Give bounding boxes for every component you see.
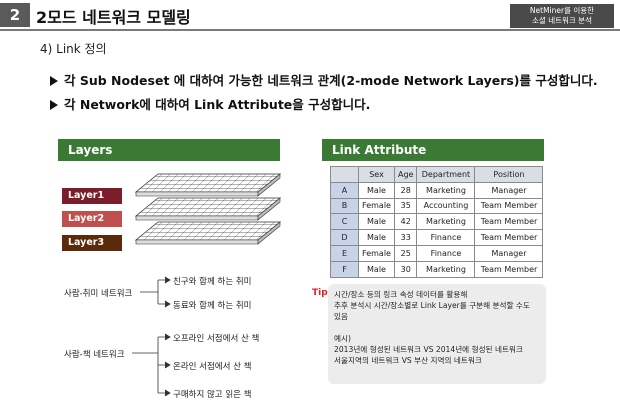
row-id-cell: F	[330, 260, 359, 278]
column-header-age: Age	[393, 166, 418, 183]
layers-panel-header: Layers	[58, 139, 280, 161]
table-cell: Female	[358, 244, 395, 262]
tree-leaf-book-unpurchased: 구매하지 않고 읽은 책	[173, 390, 252, 400]
tree-leaf-hobby-friends: 친구와 함께 하는 취미	[173, 277, 252, 287]
table-cell: 25	[393, 244, 418, 262]
row-id-cell: A	[330, 181, 359, 199]
table-cell: Accounting	[416, 197, 476, 215]
tip-line	[334, 322, 540, 333]
row-id-cell: C	[330, 213, 359, 231]
column-header-id	[330, 166, 359, 183]
triangle-bullet-icon	[50, 76, 58, 86]
table-cell: Manager	[474, 181, 544, 199]
grid-plane-3	[134, 221, 282, 245]
title-divider	[0, 29, 620, 31]
table-cell: Marketing	[416, 213, 476, 231]
table-cell: Finance	[416, 229, 476, 246]
column-header-department: Department	[416, 166, 476, 183]
triangle-bullet-icon	[50, 100, 58, 110]
tree-leaf-book-online: 온라인 서점에서 산 책	[173, 362, 252, 372]
row-id-cell: B	[330, 197, 359, 215]
subheading: 4) Link 정의	[40, 42, 107, 56]
tip-line: 시간/장소 등의 링크 속성 데이터를 활용해	[334, 290, 468, 299]
table-cell: Male	[358, 181, 395, 199]
table-cell: Finance	[416, 244, 476, 262]
tip-line: 서울지역의 네트워크 VS 부산 지역의 네트워크	[334, 356, 482, 365]
row-id-cell: D	[330, 229, 359, 246]
layer-label-3: Layer3	[62, 235, 122, 251]
table-cell: Male	[358, 213, 395, 231]
tree-root-book: 사람-책 네트워크	[64, 350, 125, 360]
table-cell: Male	[358, 229, 395, 246]
section-number: 2	[0, 3, 30, 27]
tree-leaf-hobby-colleagues: 동료와 함께 하는 취미	[173, 301, 252, 311]
tree-root-hobby: 사람-취미 네트워크	[64, 289, 133, 299]
brand-line-1: NetMiner를 이용한	[529, 6, 595, 15]
table-header-row: Sex Age Department Position	[330, 166, 544, 183]
layer-grid-illustration	[134, 173, 282, 245]
brand-badge: NetMiner를 이용한 소셜 네트워크 분석	[510, 4, 614, 28]
tip-line: 예시)	[334, 334, 351, 343]
table-cell: 42	[393, 213, 418, 231]
title-bar: 2 2모드 네트워크 모델링 NetMiner를 이용한 소셜 네트워크 분석	[0, 0, 620, 31]
brand-line-2: 소셜 네트워크 분석	[532, 16, 592, 25]
table-cell: Team Member	[474, 213, 544, 231]
page-title: 2모드 네트워크 모델링	[36, 8, 191, 27]
tip-label: Tip	[312, 288, 328, 298]
tip-line: 추후 분석시 시간/장소별로 Link Layer를 구분해 분석할 수도	[334, 301, 530, 310]
row-id-cell: E	[330, 244, 359, 262]
table-cell: 35	[393, 197, 418, 215]
tree-leaf-book-offline: 오프라인 서점에서 산 책	[173, 334, 260, 344]
grid-plane-1	[134, 173, 282, 197]
table-cell: Marketing	[416, 260, 476, 278]
bullet-text-1: 각 Sub Nodeset 에 대하여 가능한 네트워크 관계(2-mode N…	[64, 73, 598, 88]
column-header-position: Position	[474, 166, 544, 183]
table-cell: 28	[393, 181, 418, 199]
table-cell: Marketing	[416, 181, 476, 199]
table-cell: Team Member	[474, 197, 544, 215]
table-cell: 30	[393, 260, 418, 278]
layer-label-1: Layer1	[62, 188, 122, 204]
table-cell: Male	[358, 260, 395, 278]
layer-label-2: Layer2	[62, 211, 122, 227]
bullet-text-2: 각 Network에 대하여 Link Attribute을 구성합니다.	[64, 97, 371, 112]
table-cell: 33	[393, 229, 418, 246]
bullet-item-2: 각 Network에 대하여 Link Attribute을 구성합니다.	[50, 94, 370, 113]
table-cell: Team Member	[474, 260, 544, 278]
bullet-item-1: 각 Sub Nodeset 에 대하여 가능한 네트워크 관계(2-mode N…	[50, 70, 598, 89]
tip-line: 2013년에 형성된 네트워크 VS 2014년에 형성된 네트워크	[334, 345, 523, 354]
table-cell: Manager	[474, 244, 544, 262]
tip-line: 있음	[334, 312, 348, 321]
column-header-sex: Sex	[358, 166, 395, 183]
attribute-panel-header: Link Attribute	[322, 139, 544, 161]
grid-plane-2	[134, 197, 282, 221]
table-cell: Female	[358, 197, 395, 215]
table-cell: Team Member	[474, 229, 544, 246]
